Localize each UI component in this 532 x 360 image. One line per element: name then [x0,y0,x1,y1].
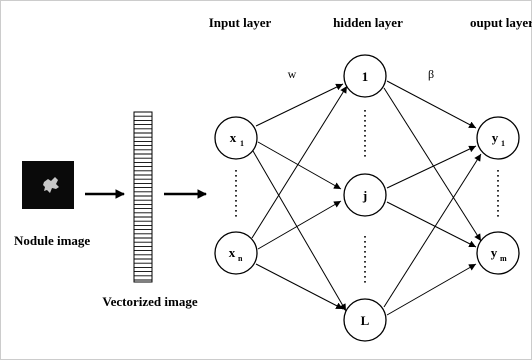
input-layer-header: Input layer [209,15,272,30]
hidden-node-1: 1 [343,54,387,98]
svg-text:y: y [491,245,498,260]
svg-text:x: x [230,130,237,145]
svg-text:L: L [361,313,370,328]
input-hidden-edges [251,83,348,312]
svg-text:n: n [238,254,243,263]
hidden-node-j: j [343,173,387,217]
output-layer-header: ouput layer [470,15,532,30]
svg-text:x: x [229,245,236,260]
hidden-layer-header: hidden layer [333,15,403,30]
nodule-image-caption: Nodule image [14,233,90,248]
weight-beta-label: β [428,67,434,81]
output-node-y1: y 1 [476,116,520,160]
svg-text:j: j [362,188,367,203]
svg-text:1: 1 [501,139,505,148]
input-node-x1: x 1 [214,116,258,160]
output-node-ym: y m [476,231,520,275]
hidden-node-L: L [343,298,387,342]
svg-text:1: 1 [362,69,369,84]
svg-text:m: m [500,254,507,263]
svg-text:1: 1 [240,139,244,148]
hidden-output-edges [383,80,482,316]
weight-w-label: w [288,67,297,81]
input-node-xn: x n [214,231,258,275]
vectorized-image [133,111,153,283]
nodule-image [22,161,74,209]
svg-text:y: y [492,130,499,145]
vectorized-image-caption: Vectorized image [102,294,197,309]
